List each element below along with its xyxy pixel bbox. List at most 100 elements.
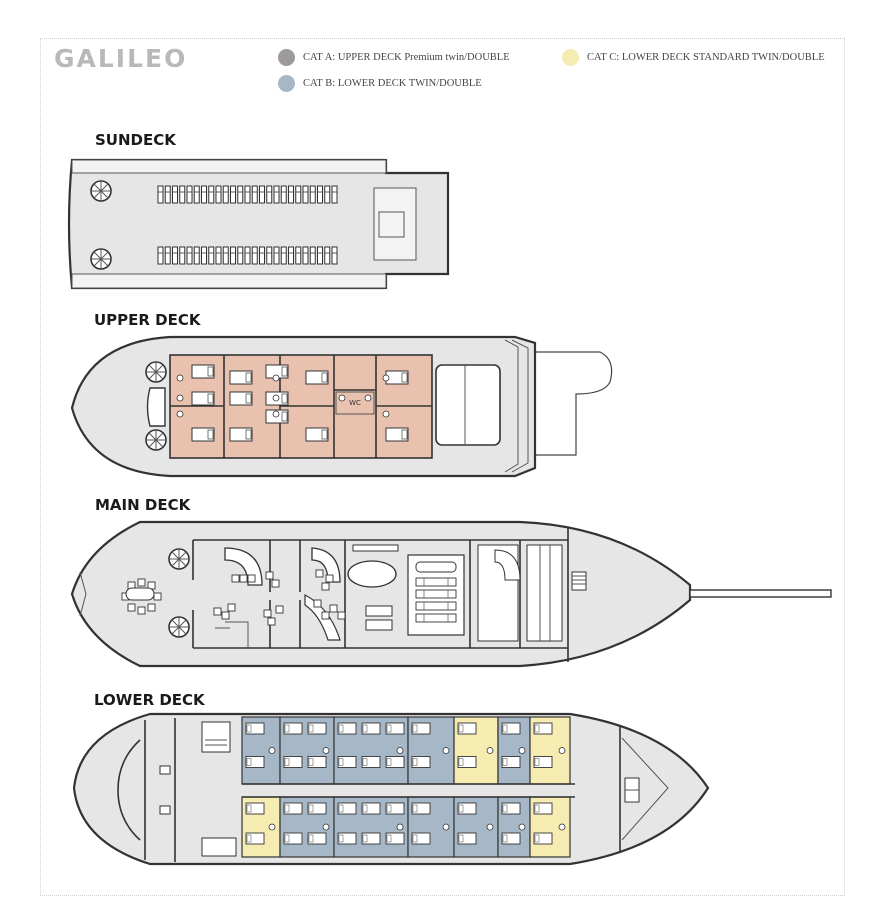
sun-lounger (164, 246, 171, 265)
sun-lounger (288, 185, 294, 204)
sun-lounger (179, 185, 186, 204)
chair (325, 574, 334, 583)
pillow (362, 724, 368, 733)
pillow (246, 724, 252, 733)
bed (411, 802, 431, 815)
stern-detail (79, 571, 87, 617)
pillow (534, 834, 540, 843)
pillow (321, 372, 328, 383)
pillow (281, 393, 288, 404)
sun-lounger (172, 185, 178, 204)
bed (337, 756, 357, 768)
pillow (245, 393, 252, 404)
dining-table (347, 560, 397, 588)
bed (361, 722, 381, 735)
pillow (246, 758, 252, 766)
counter (352, 544, 399, 552)
sun-lounger (157, 185, 164, 204)
sun-lounger (208, 185, 215, 204)
upper-deck-stairs (146, 387, 166, 427)
bed (501, 802, 521, 815)
galley-top (415, 561, 457, 573)
pillow (207, 366, 214, 377)
pillow (284, 834, 290, 843)
pillow (246, 804, 252, 813)
pillow (207, 429, 214, 440)
sun-lounger (215, 185, 222, 204)
deck-label-sundeck: SUNDECK (95, 131, 176, 149)
chair (313, 599, 322, 608)
sink-icon (558, 823, 566, 831)
bed (411, 756, 431, 768)
upper-deck-wc (335, 391, 375, 415)
sink-icon (518, 823, 526, 831)
pillow (321, 429, 328, 440)
pillow (362, 758, 368, 766)
bed (245, 722, 265, 735)
sun-lounger (280, 185, 287, 204)
sun-lounger (259, 185, 265, 204)
pillow (534, 758, 540, 766)
pillow (308, 834, 314, 843)
sun-lounger (208, 246, 215, 265)
sink-icon (272, 410, 280, 418)
upper-deck-stern-rail-inner (504, 339, 519, 473)
lower-deck-plan (72, 712, 710, 866)
bed (411, 722, 431, 735)
pillow (401, 429, 408, 440)
legend-swatch-cat-b (278, 75, 295, 92)
deck-label-lower-deck: LOWER DECK (94, 691, 205, 709)
bed (385, 756, 405, 768)
bed (245, 756, 265, 768)
sun-lounger (222, 246, 229, 265)
sink-icon (176, 410, 184, 418)
bed (307, 722, 327, 735)
hatch-lines (572, 575, 586, 585)
sun-lounger (186, 246, 193, 265)
buffet-table (365, 605, 393, 617)
sink-icon (486, 823, 494, 831)
sun-lounger (186, 185, 193, 204)
bed (283, 722, 303, 735)
pillow (458, 834, 464, 843)
sun-loungers-row-bottom (157, 246, 338, 265)
bed (533, 802, 553, 815)
sundeck-plan (67, 158, 450, 290)
pillow (502, 724, 508, 733)
sink-icon (442, 747, 450, 754)
legend-swatch-cat-c (562, 49, 579, 66)
bow-hatch (571, 571, 587, 591)
upper-deck-wheelhouse (435, 364, 501, 446)
pillow (281, 366, 288, 377)
chair (221, 611, 230, 620)
sun-lounger (309, 185, 316, 204)
sun-lounger (201, 246, 207, 265)
lower-deck-stairs (201, 721, 231, 753)
pillow (458, 804, 464, 813)
bed (337, 832, 357, 845)
sink-icon (382, 410, 390, 418)
pillow (308, 804, 314, 813)
bed (385, 802, 405, 815)
pillow (284, 758, 290, 766)
lifebuoy-icon (145, 361, 167, 383)
bed (501, 756, 521, 768)
sink-icon (382, 374, 390, 382)
chair (137, 578, 146, 587)
sun-lounger (331, 185, 338, 204)
lower-deck-bulkheads (144, 718, 621, 862)
sun-lounger (179, 246, 186, 265)
pillow (245, 429, 252, 440)
bed (361, 802, 381, 815)
pillow (534, 724, 540, 733)
sun-lounger (302, 246, 309, 265)
upper-deck-stern-rail (511, 339, 529, 473)
bed (307, 756, 327, 768)
bed (385, 832, 405, 845)
upper-deck-rear-platform (530, 351, 613, 456)
lower-deck-tank (201, 837, 237, 857)
lower-deck-engine-curve (117, 739, 141, 841)
bed (307, 832, 327, 845)
sink-icon (396, 747, 404, 754)
